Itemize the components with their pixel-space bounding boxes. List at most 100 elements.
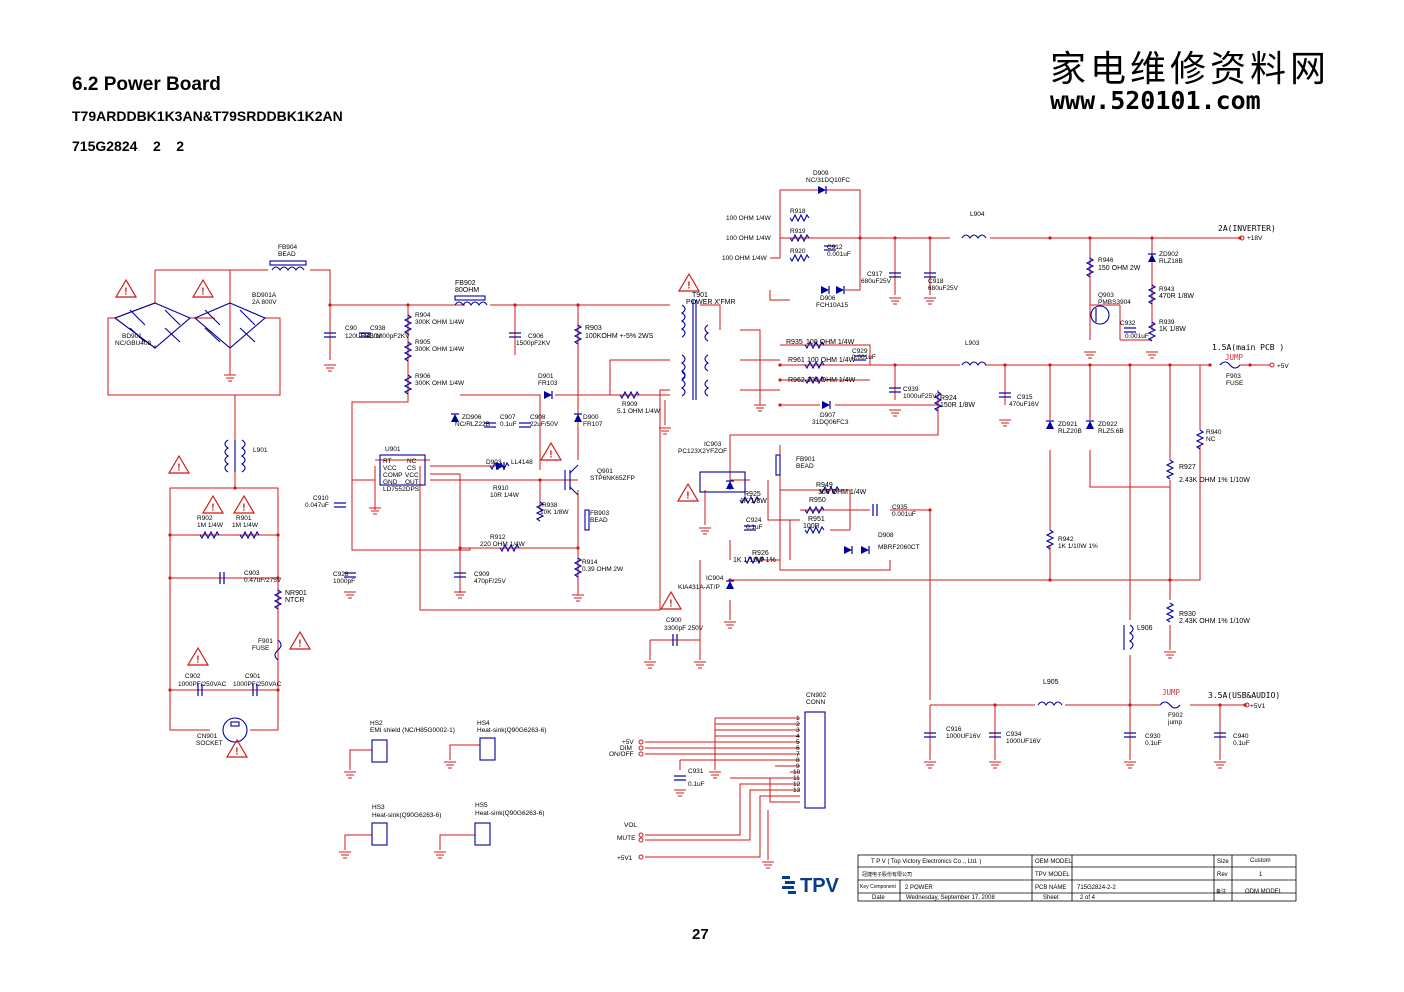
svg-text:Heat-sink(Q90G6263-6): Heat-sink(Q90G6263-6) <box>475 810 544 817</box>
svg-text:冠捷电子股份有限公司: 冠捷电子股份有限公司 <box>862 871 912 878</box>
svg-text:Heat-sink(Q90G6263-6): Heat-sink(Q90G6263-6) <box>477 727 546 734</box>
rail-5v: +5V <box>1277 363 1289 370</box>
svg-text:470pF/25V: 470pF/25V <box>474 578 506 585</box>
svg-text:R949: R949 <box>816 482 833 489</box>
svg-text:NC: NC <box>407 458 417 465</box>
svg-text:R930: R930 <box>1179 611 1196 618</box>
svg-text:FUSE: FUSE <box>1226 380 1244 387</box>
svg-text:C915: C915 <box>1017 394 1033 401</box>
svg-text:R925: R925 <box>744 491 761 498</box>
svg-text:D907: D907 <box>820 412 836 419</box>
svg-text:11: 11 <box>793 775 800 782</box>
svg-text:D906: D906 <box>820 295 836 302</box>
svg-text:R961: R961 <box>788 357 805 364</box>
svg-text:R906: R906 <box>415 373 431 380</box>
svg-text:1000PF/250VAC: 1000PF/250VAC <box>233 681 282 688</box>
signal-5v1: +5V1 <box>617 855 633 862</box>
svg-text:13: 13 <box>793 787 801 794</box>
svg-text:BD901A: BD901A <box>252 292 277 299</box>
svg-text:C930: C930 <box>1145 733 1161 740</box>
signal-onoff: ON/OFF <box>609 751 634 758</box>
svg-text:R914: R914 <box>582 559 598 566</box>
svg-text:C928: C928 <box>333 571 349 578</box>
svg-text:HS3: HS3 <box>372 804 385 811</box>
svg-text:Size: Size <box>1217 859 1229 865</box>
svg-text:U901: U901 <box>385 446 401 453</box>
svg-text:100 OHM 1/4W: 100 OHM 1/4W <box>726 235 772 242</box>
svg-text:F901: F901 <box>258 638 273 645</box>
svg-text:1000UF16V: 1000UF16V <box>1006 738 1041 745</box>
svg-text:C900: C900 <box>666 617 682 624</box>
svg-text:22uF/50V: 22uF/50V <box>530 421 559 428</box>
svg-text:TPV MODEL: TPV MODEL <box>1035 872 1070 878</box>
svg-text:VCC: VCC <box>405 472 419 479</box>
svg-text:C903: C903 <box>244 570 260 577</box>
svg-text:100 OHM 1/4W: 100 OHM 1/4W <box>806 339 855 346</box>
svg-text:R919: R919 <box>790 228 806 235</box>
svg-text:C935: C935 <box>892 504 908 511</box>
svg-text:NR901: NR901 <box>285 590 307 597</box>
svg-text:POWER X'FMR: POWER X'FMR <box>686 299 736 306</box>
svg-text:2.43K OHM 1% 1/10W: 2.43K OHM 1% 1/10W <box>1179 618 1250 625</box>
svg-text:8: 8 <box>796 757 800 764</box>
svg-text:jump: jump <box>1167 719 1182 726</box>
svg-text:0.1uF: 0.1uF <box>500 421 517 428</box>
svg-text:C916: C916 <box>946 726 962 733</box>
svg-text:Q903: Q903 <box>1098 292 1114 299</box>
svg-text:100 OHM 1/4W: 100 OHM 1/4W <box>818 489 867 496</box>
svg-text:1000PF/250VAC: 1000PF/250VAC <box>178 681 227 688</box>
svg-text:R912: R912 <box>490 534 506 541</box>
svg-text:Wednesday, September 17, 2008: Wednesday, September 17, 2008 <box>906 895 996 901</box>
jump-main: JUMP <box>1225 353 1244 362</box>
ground-symbols <box>223 297 1227 869</box>
svg-text:CONN: CONN <box>806 699 825 706</box>
svg-text:SOCKET: SOCKET <box>196 740 223 747</box>
svg-text:12: 12 <box>793 781 801 788</box>
svg-text:R910: R910 <box>493 485 509 492</box>
svg-text:R939: R939 <box>1159 319 1175 326</box>
svg-text:R909: R909 <box>622 401 638 408</box>
page-title: 6.2 Power Board <box>72 74 221 95</box>
svg-text:ZD906: ZD906 <box>462 414 482 421</box>
svg-text:C907: C907 <box>500 414 516 421</box>
svg-text:BD901: BD901 <box>122 333 142 340</box>
svg-text:OEM MODEL: OEM MODEL <box>1035 859 1072 865</box>
svg-text:3300pF 250V: 3300pF 250V <box>664 625 704 632</box>
svg-text:C938: C938 <box>370 325 386 332</box>
svg-text:0.001uF: 0.001uF <box>827 251 851 258</box>
svg-text:0.39 OHM 2W: 0.39 OHM 2W <box>582 566 624 573</box>
svg-text:715G2824-2-2: 715G2824-2-2 <box>1077 885 1116 891</box>
svg-text:L905: L905 <box>1043 679 1059 686</box>
svg-text:D908: D908 <box>878 532 894 539</box>
svg-text:R962: R962 <box>788 377 805 384</box>
svg-text:T901: T901 <box>692 292 708 299</box>
svg-text:RLZ5.6B: RLZ5.6B <box>1098 428 1124 435</box>
svg-text:C940: C940 <box>1233 733 1249 740</box>
svg-text:100 OHM 1/4W: 100 OHM 1/4W <box>807 377 856 384</box>
svg-text:R940: R940 <box>1206 429 1222 436</box>
svg-text:10: 10 <box>793 769 801 776</box>
svg-text:CS: CS <box>407 465 417 472</box>
svg-text:0.001uF: 0.001uF <box>852 354 876 361</box>
svg-text:1K 1/10W 1%: 1K 1/10W 1% <box>733 557 776 564</box>
svg-text:L904: L904 <box>970 211 985 218</box>
tpv-logo: TPV <box>782 875 840 897</box>
svg-text:L906: L906 <box>1137 625 1153 632</box>
svg-text:1: 1 <box>1259 872 1263 878</box>
signal-vol: VOL <box>624 822 637 829</box>
svg-text:LL4148: LL4148 <box>511 459 533 466</box>
svg-text:0.001uF: 0.001uF <box>892 511 916 518</box>
rail-5v1: +5V1 <box>1250 703 1266 710</box>
svg-text:R935: R935 <box>786 339 803 346</box>
junction-dots <box>168 236 1252 707</box>
svg-text:HS4: HS4 <box>477 720 490 727</box>
svg-text:1500pF2KV: 1500pF2KV <box>516 340 551 347</box>
svg-text:R946: R946 <box>1098 257 1114 264</box>
svg-text:2.43K OHM 1% 1/10W: 2.43K OHM 1% 1/10W <box>1179 477 1250 484</box>
svg-text:100 OHM 1/4W: 100 OHM 1/4W <box>726 215 772 222</box>
svg-text:TPV: TPV <box>800 875 840 897</box>
section-usb-audio: 3.5A(USB&AUDIO) <box>1208 691 1280 700</box>
svg-text:PCB NAME: PCB NAME <box>1035 885 1066 891</box>
svg-text:T P V ( Top Victory Elect: T P V ( Top Victory Electronics Co ., Lt… <box>871 859 981 865</box>
rail-labels: 2A(INVERTER) +18V 1.5A(main PCB ) JUMP +… <box>609 224 1289 862</box>
